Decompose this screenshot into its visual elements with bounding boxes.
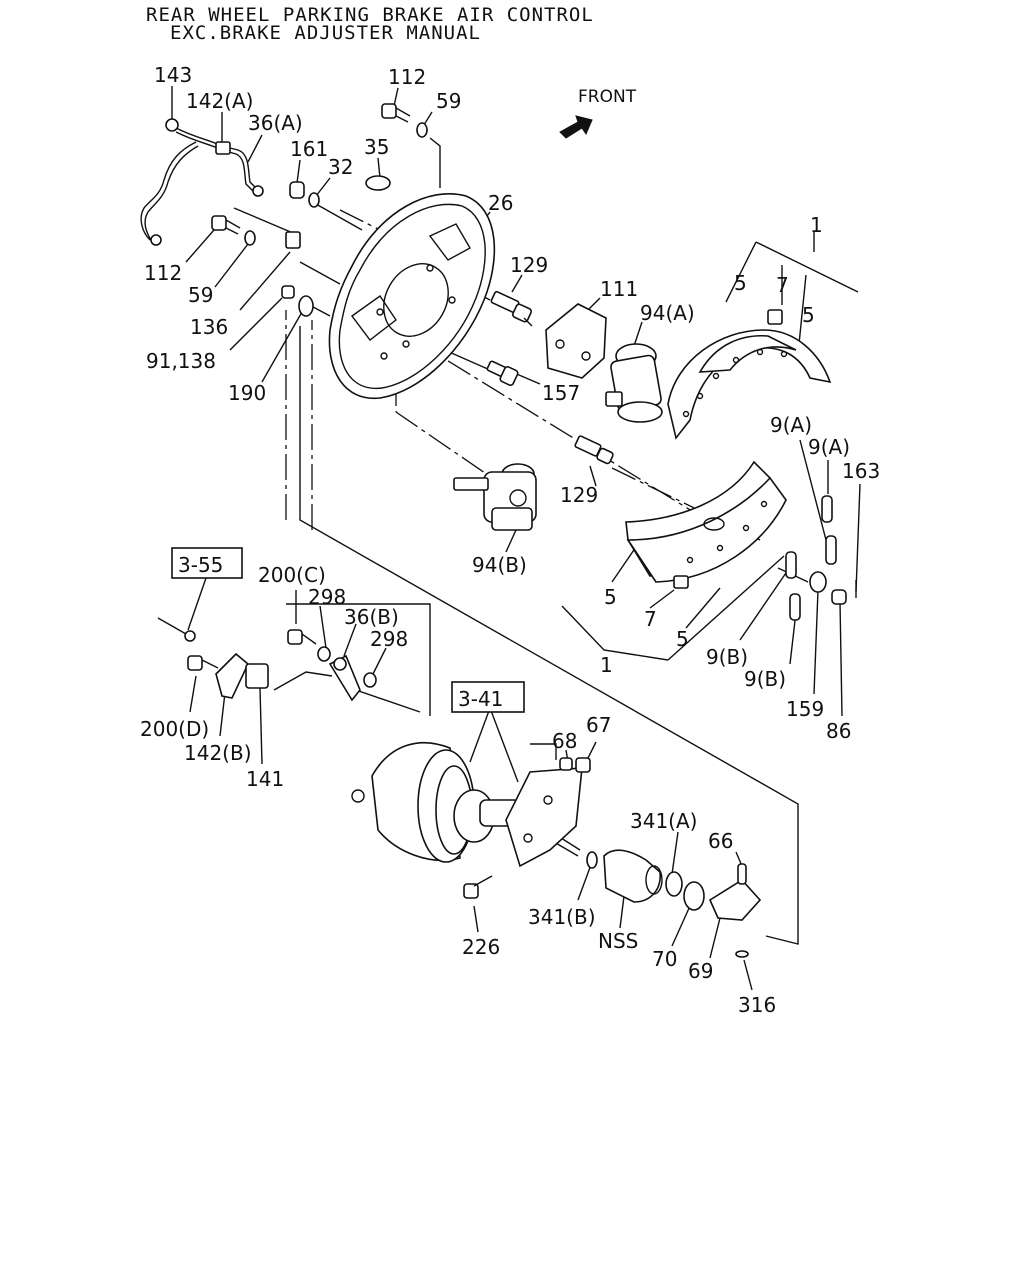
callout-1-upper: 1 (810, 213, 823, 237)
nipple-157 (486, 360, 519, 387)
callout-59-left: 59 (188, 283, 213, 307)
callout-36b: 36(B) (344, 605, 399, 629)
stud-129-upper (490, 290, 533, 327)
brake-chamber (351, 741, 581, 863)
callout-112-top: 112 (388, 65, 426, 89)
brake-pipe (140, 118, 264, 246)
callout-163: 163 (842, 459, 880, 483)
callout-129-upper: 129 (510, 253, 548, 277)
callout-226: 226 (462, 935, 500, 959)
callout-157: 157 (542, 381, 580, 405)
callout-341a: 341(A) (630, 809, 697, 833)
callout-161: 161 (290, 137, 328, 161)
front-arrow-icon (559, 115, 593, 139)
callout-9a-first: 9(A) (770, 413, 812, 437)
callout-nss: NSS (598, 929, 638, 953)
boot-and-yoke (463, 849, 762, 958)
callout-35: 35 (364, 135, 389, 159)
diagram-title-line-2: EXC.BRAKE ADJUSTER MANUAL (170, 22, 481, 44)
diagram-title-line-1: REAR WHEEL PARKING BRAKE AIR CONTROL (146, 4, 594, 26)
callout-69: 69 (688, 959, 713, 983)
callout-129-lower: 129 (560, 483, 598, 507)
callout-9b-first: 9(B) (706, 645, 748, 669)
callout-5-lower-right: 5 (676, 627, 689, 651)
callout-26: 26 (488, 191, 513, 215)
callout-91-138: 91,138 (146, 349, 216, 373)
callout-112-left: 112 (144, 261, 182, 285)
reference-label-3-41: 3-41 (458, 687, 503, 711)
callout-298-upper: 298 (308, 585, 346, 609)
bracket-111 (545, 303, 607, 379)
callout-86: 86 (826, 719, 851, 743)
callout-142b: 142(B) (184, 741, 252, 765)
callout-9b-second: 9(B) (744, 667, 786, 691)
callout-94a: 94(A) (640, 301, 695, 325)
callout-136: 136 (190, 315, 228, 339)
callout-36a: 36(A) (248, 111, 303, 135)
reference-label-3-55: 3-55 (178, 553, 223, 577)
callout-159: 159 (786, 697, 824, 721)
callout-143: 143 (154, 63, 192, 87)
callout-5-lower-left: 5 (604, 585, 617, 609)
callout-111: 111 (600, 277, 638, 301)
callout-200d: 200(D) (140, 717, 209, 741)
callout-labels: 143 142(A) 36(A) 112 59 161 32 35 26 112… (140, 63, 880, 1017)
callout-141: 141 (246, 767, 284, 791)
callout-94b: 94(B) (472, 553, 527, 577)
callout-5-upper-right: 5 (802, 303, 815, 327)
springs-and-pins (785, 495, 857, 621)
callout-67: 67 (586, 713, 611, 737)
reference-box-3-41: 3-41 (451, 681, 525, 713)
left-fastener-group (211, 215, 314, 317)
callout-298-lower: 298 (370, 627, 408, 651)
stud-129-lower (574, 435, 614, 465)
wheel-cylinder-94a (605, 343, 663, 423)
callout-59-top: 59 (436, 89, 461, 113)
backing-plate-26 (328, 192, 496, 400)
reference-box-3-55: 3-55 (171, 547, 243, 579)
callout-200c: 200(C) (258, 563, 326, 587)
callout-7-upper: 7 (776, 273, 789, 297)
linkage-group (157, 617, 377, 702)
callout-142a: 142(A) (186, 89, 253, 113)
callout-1-lower: 1 (600, 653, 613, 677)
callout-70: 70 (652, 947, 677, 971)
center-lines (285, 209, 761, 541)
callout-316: 316 (738, 993, 776, 1017)
bolt-112-top (381, 103, 428, 138)
callout-32: 32 (328, 155, 353, 179)
callout-66: 66 (708, 829, 733, 853)
callout-190: 190 (228, 381, 266, 405)
callout-7-lower: 7 (644, 607, 657, 631)
callout-341b: 341(B) (528, 905, 596, 929)
brake-shoe-upper (667, 309, 832, 440)
actuator-94b (453, 463, 537, 531)
bracket-3-41 (505, 757, 591, 868)
callout-68: 68 (552, 729, 577, 753)
small-parts-161-32-35 (289, 175, 391, 208)
callout-9a-second: 9(A) (808, 435, 850, 459)
brake-shoe-lower (625, 460, 787, 589)
front-label: FRONT (578, 87, 637, 107)
callout-5-upper-left: 5 (734, 271, 747, 295)
